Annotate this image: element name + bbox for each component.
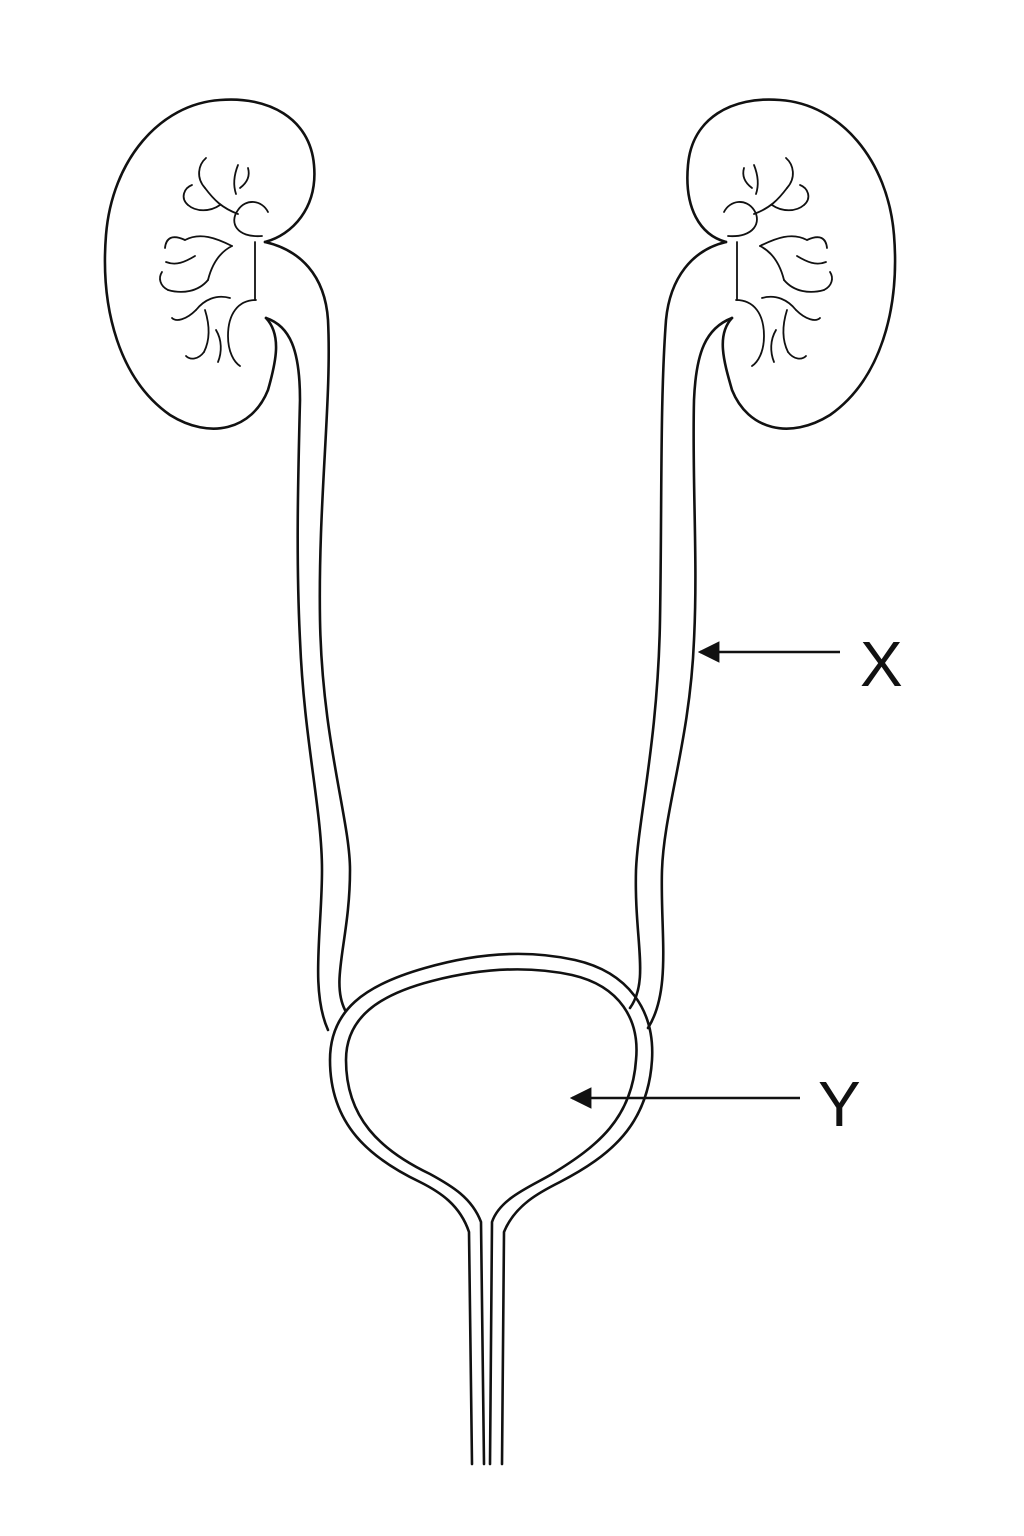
- right-ureter: [628, 240, 734, 1030]
- bladder-inner-wall: [344, 968, 638, 1466]
- label-y-pointer: Y: [569, 1068, 861, 1140]
- right-renal-pelvis-branches: [723, 157, 833, 367]
- label-x-pointer: X: [697, 628, 903, 700]
- left-ureter: [263, 240, 352, 1032]
- right-kidney: [686, 98, 897, 430]
- label-y: Y: [818, 1068, 861, 1140]
- bladder: [328, 952, 654, 1466]
- bladder-outer-wall: [328, 952, 654, 1466]
- left-kidney: [103, 98, 316, 430]
- left-renal-pelvis-branches: [159, 157, 269, 367]
- label-x: X: [860, 628, 903, 700]
